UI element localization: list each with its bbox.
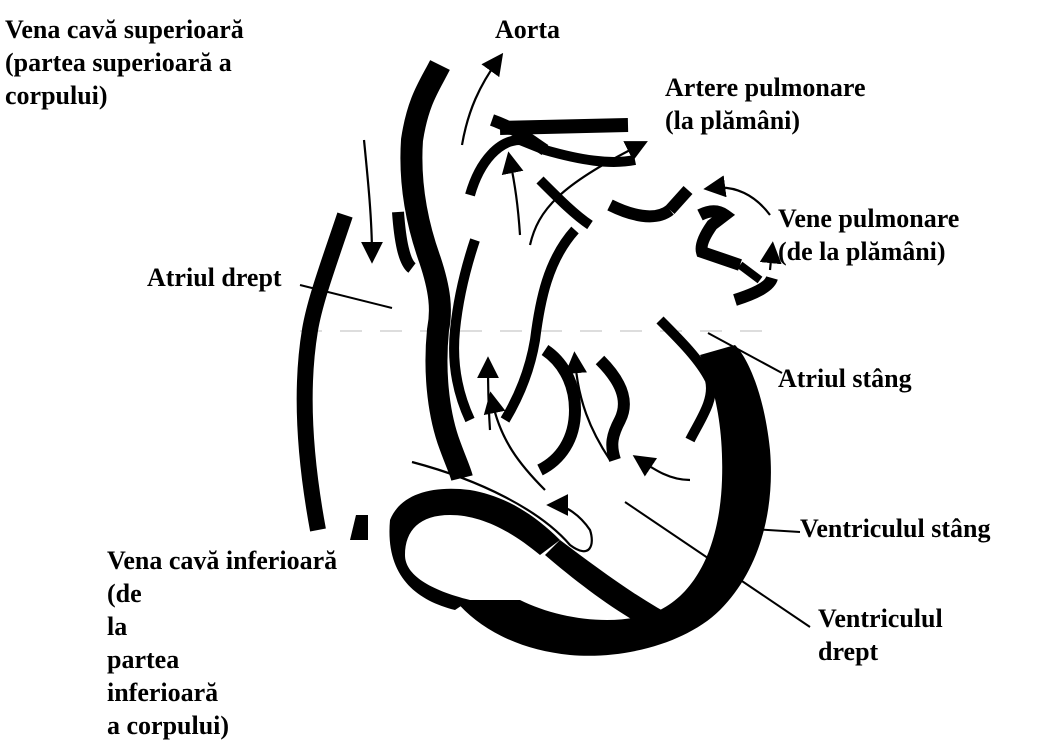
arrow-rv-up: [492, 400, 545, 490]
label-line: (de la plămâni): [778, 235, 959, 268]
label-atriul-drept: Atriul drept: [147, 261, 282, 294]
label-aorta: Aorta: [495, 13, 560, 46]
label-line: Ventriculul: [818, 602, 943, 635]
label-word: (de: [107, 577, 407, 610]
label-line: Vena cavă inferioară: [107, 544, 407, 577]
label-artere-pulmonare: Artere pulmonare (la plămâni): [665, 71, 866, 137]
label-vena-cava-inferioara: Vena cavă inferioară (de la partea infer…: [107, 544, 407, 742]
label-line: Vene pulmonare: [778, 202, 959, 235]
atria-inner: [540, 320, 711, 470]
label-line-justified: (de la partea: [107, 577, 407, 676]
label-line: drept: [818, 635, 943, 668]
arrow-svc-down: [364, 140, 372, 255]
label-ventriculul-drept: Ventriculul drept: [818, 602, 943, 668]
arrow-aorta-up: [462, 60, 498, 145]
label-line: Artere pulmonare: [665, 71, 866, 104]
label-line: inferioară: [107, 676, 407, 709]
label-vene-pulmonare: Vene pulmonare (de la plămâni): [778, 202, 959, 268]
aorta-walls: [411, 65, 628, 478]
label-word: partea: [107, 643, 407, 676]
label-line: a corpului): [107, 709, 407, 742]
label-line: (partea superioară a: [5, 46, 244, 79]
arrow-aorta-inner: [510, 160, 520, 235]
label-vena-cava-superioara: Vena cavă superioară (partea superioară …: [5, 13, 244, 112]
label-line: Vena cavă superioară: [5, 13, 244, 46]
label-word: la: [107, 610, 407, 643]
vena-cava-wedge: [350, 515, 368, 540]
arrow-ra-up: [488, 365, 490, 430]
arrow-pulm-vein-2: [770, 250, 772, 270]
label-atriul-stang: Atriul stâng: [778, 362, 912, 395]
label-line: corpului): [5, 79, 244, 112]
label-line: (la plămâni): [665, 104, 866, 137]
right-ventricle-wall: [389, 489, 560, 610]
pulmonary-veins: [610, 190, 772, 300]
arrow-lv-up: [640, 460, 690, 480]
superior-vena-cava: [270, 212, 412, 540]
label-ventriculul-stang: Ventriculul stâng: [800, 512, 990, 545]
